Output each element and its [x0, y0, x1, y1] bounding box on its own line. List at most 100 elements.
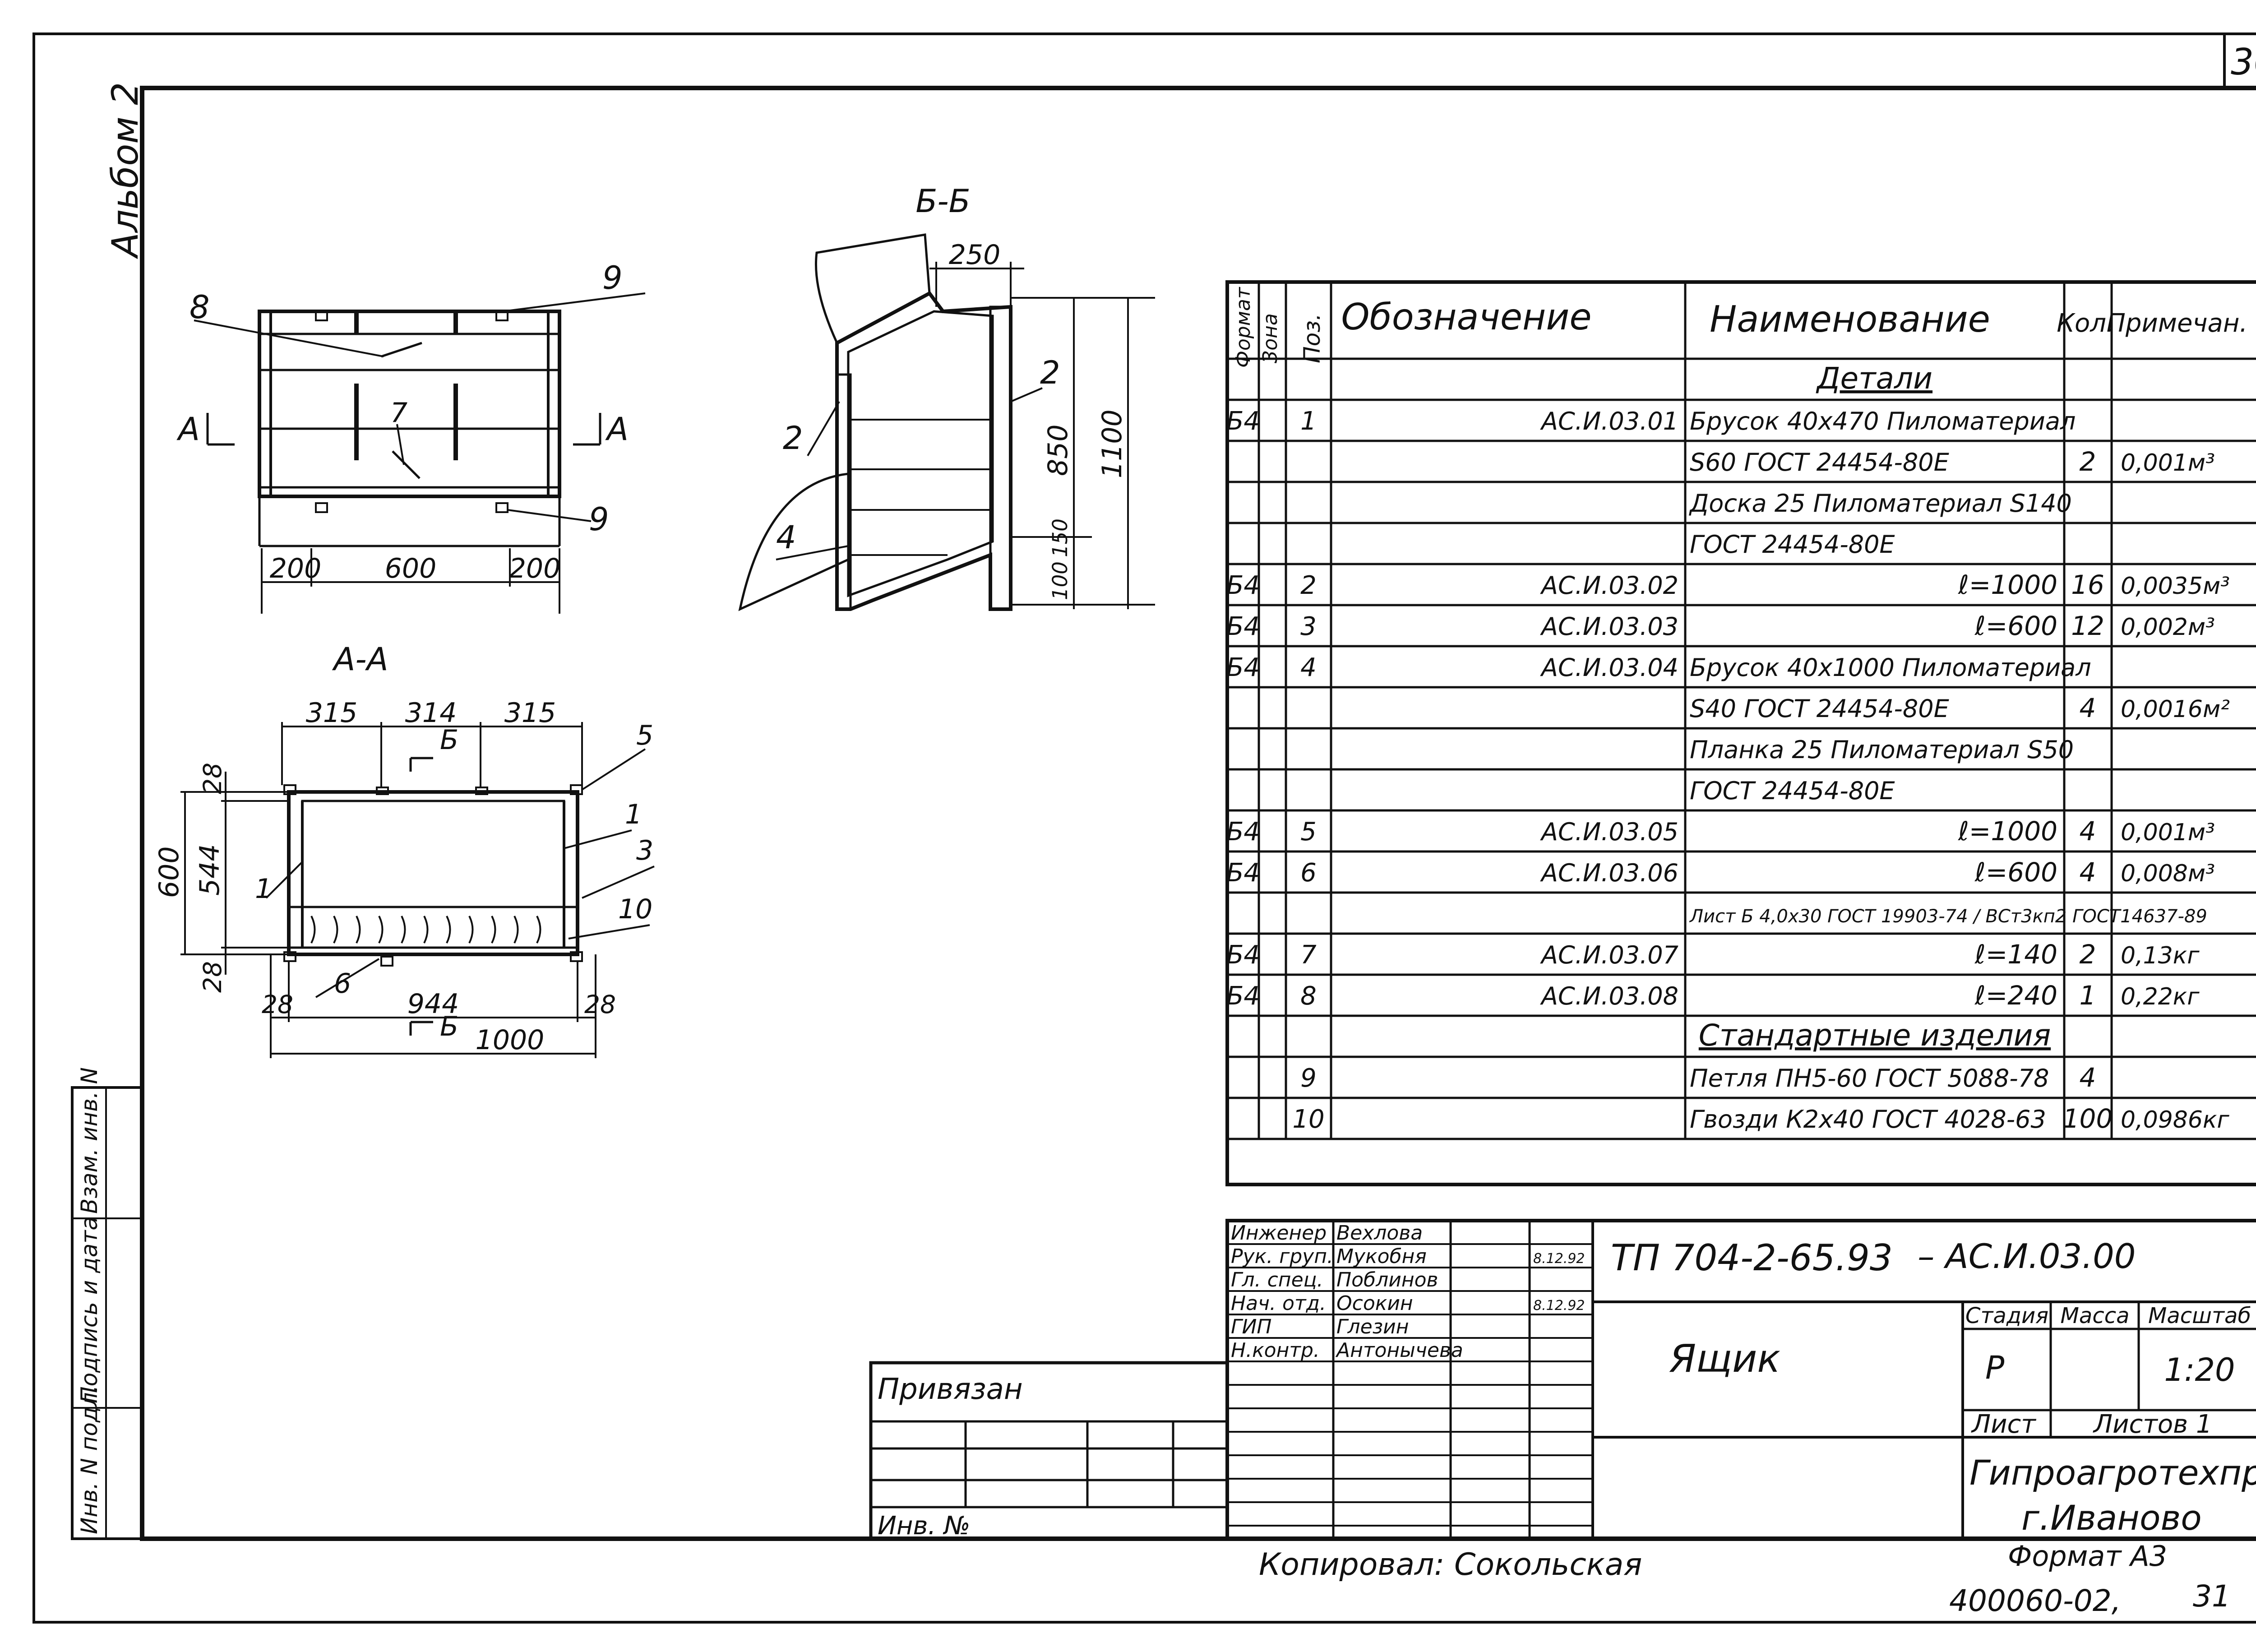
spec-header-pos: Поз. — [1299, 313, 1325, 363]
spec-cell-format: Б4 — [1226, 612, 1260, 641]
sig-date: 8.12.92 — [1533, 1298, 1585, 1314]
spec-cell-format: Б4 — [1226, 940, 1260, 970]
aa-callout-5: 5 — [636, 720, 653, 751]
spec-cell-pos: 7 — [1300, 940, 1317, 970]
spec-cell-note: 0,0016м² — [2121, 696, 2230, 723]
aa-dim-total: 1000 — [476, 1024, 545, 1056]
spec-cell-qty: 12 — [2071, 611, 2104, 641]
spec-cell-name: Планка 25 Пиломатериал S50 — [1690, 736, 2074, 764]
spec-header-zone: Зона — [1259, 313, 1282, 363]
spec-cell-pos: 3 — [1300, 612, 1317, 641]
spec-cell-name: Брусок 40х470 Пиломатериал — [1690, 407, 2076, 435]
spec-header-name: Наименование — [1710, 298, 1990, 340]
bb-dim-1100: 1100 — [1096, 409, 1128, 478]
bb-callout-2-left: 2 — [783, 420, 803, 457]
bb-dim-850: 850 — [1042, 424, 1074, 476]
spec-cell-qty: 2 — [2080, 939, 2096, 970]
spec-cell-qty: 4 — [2080, 816, 2096, 847]
side-stamp: Инв. N подл. Подпись и дата Взам. инв. N — [71, 1067, 143, 1540]
aa-callout-3: 3 — [636, 835, 653, 866]
spec-cell-format: Б4 — [1226, 653, 1260, 682]
spec-cell-note: 0,0986кг — [2121, 1106, 2229, 1134]
specification-table: Формат Зона Поз. Обозначение Наименовани… — [1225, 280, 2256, 1186]
aa-dim-28-bottom: 28 — [198, 961, 227, 993]
plan-dim-2: 200 — [509, 553, 561, 584]
sig-role: Инженер — [1231, 1222, 1327, 1245]
spec-cell-pos: 10 — [1292, 1105, 1324, 1134]
spec-cell-designation: АС.И.03.08 — [1540, 982, 1678, 1010]
spec-cell-designation: АС.И.03.06 — [1540, 859, 1678, 887]
spec-cell-qty: 2 — [2080, 446, 2096, 477]
plan-callout-7: 7 — [390, 397, 407, 429]
spec-cell-designation: АС.И.03.01 — [1540, 407, 1678, 435]
spec-cell-name: ℓ=600 — [1974, 857, 2057, 888]
spec-cell-name: S60 ГОСТ 24454-80Е — [1690, 448, 1950, 477]
org-city: г.Иваново — [2021, 1498, 2202, 1538]
mass-label: Масса — [2060, 1303, 2129, 1328]
plan-section-mark-right: А — [605, 411, 629, 448]
spec-cell-designation: АС.И.03.07 — [1540, 941, 1678, 969]
spec-cell-format: Б4 — [1226, 571, 1260, 600]
plan-callout-8: 8 — [190, 289, 210, 326]
spec-cell-pos: 9 — [1300, 1064, 1317, 1093]
sheets-label: Листов 1 — [2093, 1410, 2212, 1439]
privyazan-label: Привязан — [878, 1373, 1023, 1406]
stage-value: Р — [1985, 1349, 2005, 1386]
scale-value: 1:20 — [2164, 1351, 2235, 1388]
spec-cell-name: ℓ=600 — [1974, 611, 2057, 641]
bb-dim-150: 150 — [1048, 518, 1072, 557]
plan-callout-9-top: 9 — [602, 259, 623, 296]
aa-dim-28-top: 28 — [198, 763, 227, 794]
sig-name: Глезин — [1336, 1315, 1409, 1338]
spec-cell-name: ℓ=140 — [1974, 939, 2057, 970]
archive-sheet: 31 — [2193, 1579, 2231, 1614]
inv-label: Инв. № — [878, 1511, 970, 1541]
spec-cell-designation: АС.И.03.02 — [1540, 571, 1678, 600]
sig-role: Нач. отд. — [1231, 1292, 1326, 1315]
spec-section-heading: Детали — [1816, 361, 1932, 396]
title-block — [869, 1219, 2256, 1541]
spec-cell-pos: 1 — [1300, 407, 1317, 436]
aa-dim-28-left: 28 — [262, 990, 293, 1019]
spec-cell-name: Лист Б 4,0х30 ГОСТ 19903-74 / ВСт3кп2 ГО… — [1689, 906, 2207, 927]
stamp-sign-date: Подпись и дата — [76, 1217, 102, 1403]
spec-cell-name: Гвозди К2х40 ГОСТ 4028-63 — [1690, 1105, 2046, 1134]
aa-dim-inner: 944 — [407, 988, 459, 1020]
spec-cell-pos: 8 — [1300, 981, 1317, 1011]
spec-cell-designation: АС.И.03.05 — [1540, 818, 1678, 846]
spec-cell-format: Б4 — [1226, 407, 1260, 436]
plan-dim-0: 200 — [270, 553, 322, 584]
aa-mark-b-bottom: Б — [440, 1011, 458, 1042]
spec-header-note: Примечан. — [2107, 309, 2248, 338]
spec-section-heading: Стандартные изделия — [1699, 1018, 2051, 1053]
spec-cell-name: ℓ=1000 — [1958, 816, 2057, 847]
aa-mark-b-top: Б — [440, 724, 458, 756]
spec-cell-qty: 16 — [2071, 569, 2104, 600]
sig-name: Мукобня — [1336, 1245, 1427, 1268]
spec-cell-name: Петля ПН5-60 ГОСТ 5088-78 — [1690, 1064, 2049, 1092]
section-bb-title: Б-Б — [915, 183, 970, 220]
spec-cell-pos: 6 — [1300, 858, 1317, 888]
spec-cell-format: Б4 — [1226, 858, 1260, 888]
spec-cell-name: ℓ=240 — [1974, 980, 2057, 1011]
aa-callout-10: 10 — [618, 893, 652, 925]
spec-cell-qty: 4 — [2080, 1062, 2096, 1093]
spec-cell-note: 0,0035м³ — [2121, 573, 2230, 600]
plan-section-mark-left: А — [176, 411, 200, 448]
aa-callout-1-left: 1 — [255, 873, 272, 905]
spec-cell-name: Брусок 40х1000 Пиломатериал — [1690, 653, 2091, 682]
plan-dim-1: 600 — [385, 553, 437, 584]
spec-cell-pos: 4 — [1300, 653, 1317, 682]
aa-callout-1-right: 1 — [625, 799, 642, 830]
spec-cell-qty: 100 — [2063, 1103, 2113, 1134]
stage-label: Стадия — [1965, 1303, 2048, 1328]
stamp-replace-inv: Взам. инв. N — [76, 1067, 102, 1214]
spec-cell-qty: 1 — [2080, 980, 2096, 1011]
org-name: Гипроагротехпром — [1969, 1453, 2256, 1493]
sig-date: 8.12.92 — [1533, 1251, 1585, 1267]
bb-callout-4: 4 — [776, 519, 796, 556]
aa-dim-600: 600 — [153, 846, 185, 898]
spec-cell-qty: 4 — [2080, 693, 2096, 723]
section-aa-title: А-А — [332, 641, 388, 678]
